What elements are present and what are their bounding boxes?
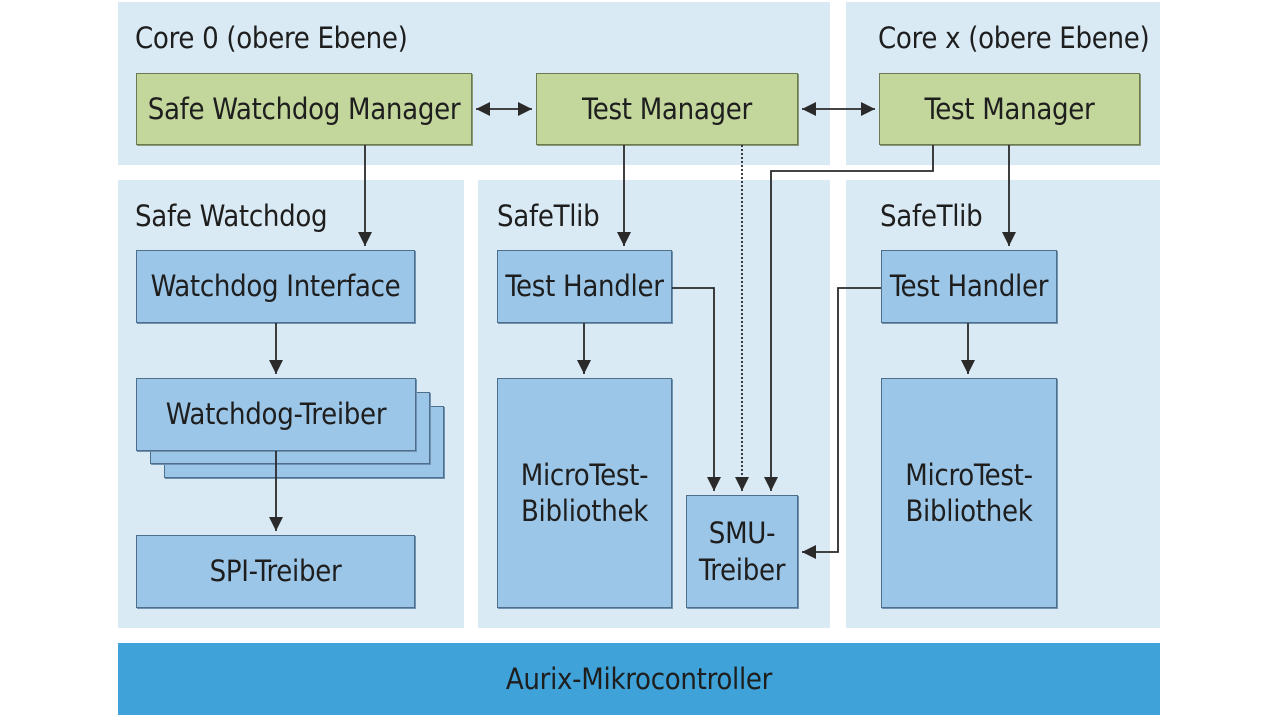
corex-label: Core x (obere Ebene) xyxy=(878,21,1150,55)
spi-treiber-box: SPI-Treiber xyxy=(136,535,415,608)
safe-watchdog-label: Safe Watchdog xyxy=(135,199,328,233)
core0-label: Core 0 (obere Ebene) xyxy=(135,21,408,55)
test-manager-core0-box: Test Manager xyxy=(536,73,798,145)
safe-watchdog-manager-box: Safe Watchdog Manager xyxy=(136,73,472,145)
safetlib-left-label: SafeTlib xyxy=(497,199,600,233)
test-manager-corex-box: Test Manager xyxy=(879,73,1140,145)
smu-treiber-box: SMU- Treiber xyxy=(686,495,798,608)
aurix-mikrocontroller-bar: Aurix-Mikrocontroller xyxy=(118,643,1160,715)
safetlib-right-label: SafeTlib xyxy=(880,199,983,233)
watchdog-treiber-box: Watchdog-Treiber xyxy=(136,378,416,451)
test-handler-left-box: Test Handler xyxy=(497,250,672,323)
microtest-bibliothek-right-box: MicroTest- Bibliothek xyxy=(881,378,1057,608)
microtest-bibliothek-left-box: MicroTest- Bibliothek xyxy=(497,378,672,608)
test-handler-right-box: Test Handler xyxy=(881,250,1057,323)
watchdog-interface-box: Watchdog Interface xyxy=(136,250,415,323)
